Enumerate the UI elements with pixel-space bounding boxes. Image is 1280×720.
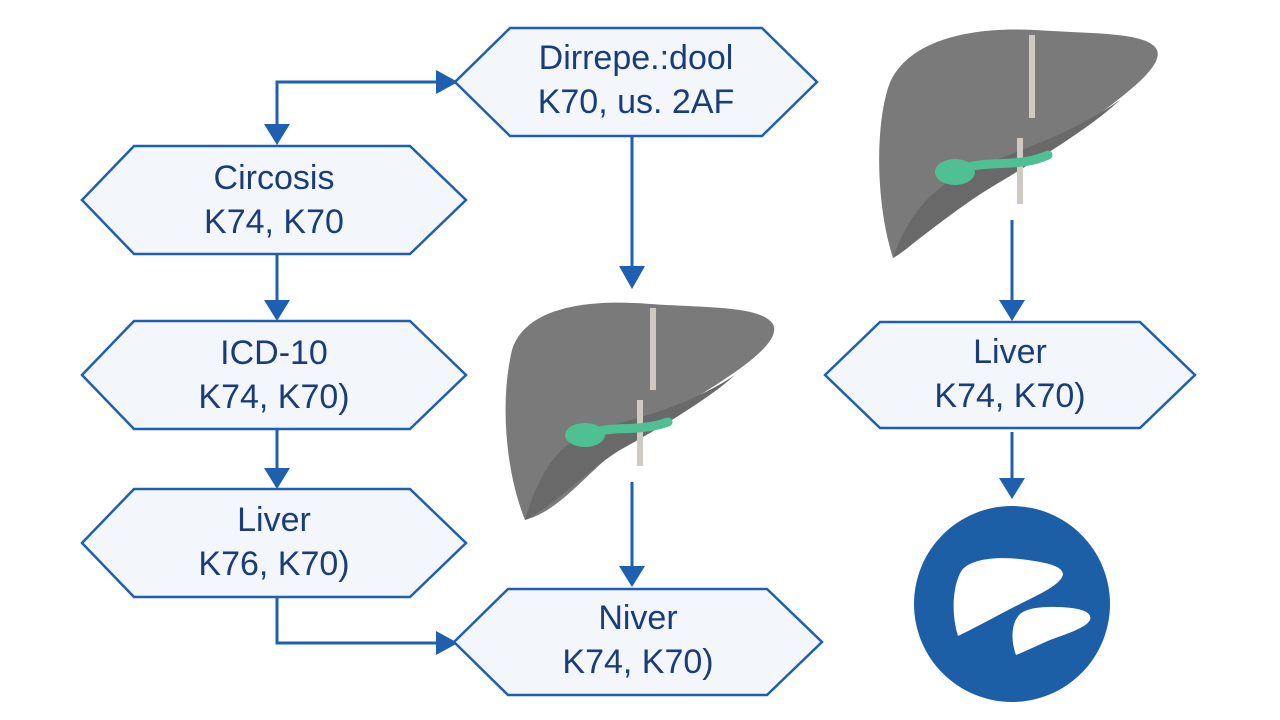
liver-illustration-icon: [505, 302, 775, 520]
arrowhead-bottom-center: [619, 566, 645, 587]
connector-liver-to-bottom: [275, 596, 436, 645]
node-top-title: Dirrepe.:dool: [538, 39, 734, 77]
node-bottom-label: Niver K74, K70): [454, 596, 822, 684]
node-liver-right-codes: K74, K70): [934, 377, 1086, 415]
node-top-label: Dirrepe.:dool K70, us. 2AF: [455, 36, 817, 124]
node-liver-left-codes: K76, K70): [198, 545, 350, 583]
arrowhead-top: [436, 70, 458, 94]
arrowhead-bottom: [436, 631, 458, 655]
node-top-codes: K70, us. 2AF: [537, 83, 735, 121]
node-liver-left-label: Liver K76, K70): [82, 498, 466, 586]
liver-badge-icon: [914, 506, 1110, 702]
liver-illustration-icon: [879, 29, 1158, 258]
node-cirrosis-box: [80, 144, 468, 256]
node-liver-left-title: Liver: [237, 501, 311, 539]
node-liver-left-box: [80, 487, 468, 599]
arrowhead-cirrosis: [264, 124, 290, 145]
node-liver-right-box: [823, 320, 1197, 430]
node-icd-codes: K74, K70): [198, 378, 350, 416]
node-bottom-box: [452, 587, 824, 697]
node-icd-title: ICD-10: [220, 334, 328, 372]
node-top-box: [453, 26, 819, 138]
node-cirrosis-codes: K74, K70: [204, 203, 344, 241]
arrowhead-liver-right: [999, 300, 1025, 321]
arrowhead-badge: [999, 478, 1025, 499]
node-liver-right-title: Liver: [973, 333, 1047, 371]
arrowhead-liver-center: [619, 266, 645, 289]
node-icd-label: ICD-10 K74, K70): [82, 331, 466, 419]
node-cirrosis-label: Circosis K74, K70: [82, 156, 466, 244]
arrowhead-icd: [264, 300, 290, 321]
node-icd-box: [80, 319, 468, 431]
node-cirrosis-title: Circosis: [213, 159, 335, 197]
node-liver-right-label: Liver K74, K70): [825, 330, 1195, 418]
connector-left-to-top: [275, 80, 436, 124]
arrowhead-liver-left: [264, 468, 290, 489]
node-bottom-title: Niver: [598, 599, 678, 637]
node-bottom-codes: K74, K70): [562, 643, 714, 681]
